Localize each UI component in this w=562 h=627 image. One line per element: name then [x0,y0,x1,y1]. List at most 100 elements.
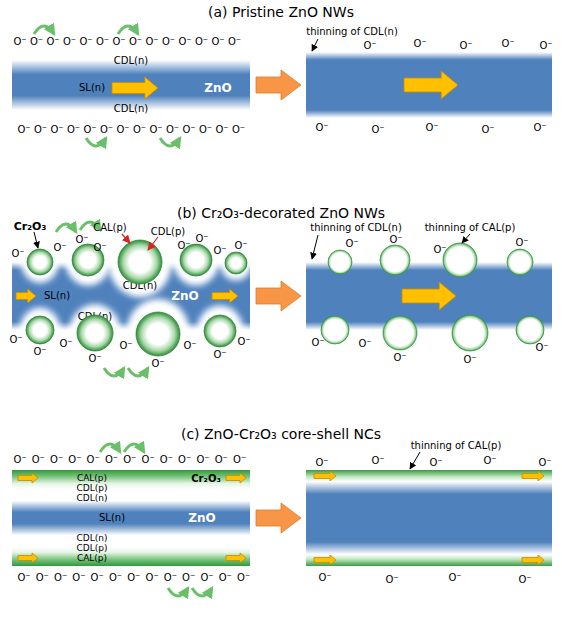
oxygen-ion: O⁻ [46,37,59,47]
oxygen-ion: O⁻ [195,37,208,47]
oxygen-ion: O⁻ [83,125,96,135]
cr2o3-particle [204,315,236,347]
oxygen-ion: O⁻ [123,455,136,465]
region-label: ZnO [188,512,215,524]
nanowire-bar: thinning of CDL(n)thinning of CAL(p) [306,262,552,330]
oxygen-ion: O⁻ [448,573,461,583]
oxygen-ion: O⁻ [237,337,250,347]
conduction-arrow [404,71,458,99]
process-arrow [256,281,301,311]
oxygen-ion: O⁻ [463,355,476,365]
leader-line [34,232,38,248]
oxygen-ion: O⁻ [177,241,190,251]
oxygen-ion: O⁻ [36,573,49,583]
region-label: thinning of CDL(n) [310,223,402,233]
region-label: SL(n) [44,291,70,301]
oxygen-ion: O⁻ [199,125,212,135]
oxygen-ion: O⁻ [183,341,196,351]
region-label: SL(n) [79,83,105,93]
oxygen-ion: O⁻ [91,573,104,583]
adsorption-arrow [118,26,138,34]
oxygen-ion: O⁻ [211,37,224,47]
process-arrow [256,503,301,533]
cr2o3-particle [77,315,113,351]
nanowire-bar: CDL(n)SL(n)ZnOCDL(n) [12,262,250,330]
conduction-arrow [112,77,158,99]
region-label: ZnO [171,290,198,302]
oxygen-ion: O⁻ [538,458,551,468]
oxygen-ion: O⁻ [145,37,158,47]
oxygen-ion: O⁻ [149,125,162,135]
conduction-arrow [18,473,38,483]
oxygen-ion: O⁻ [33,347,46,357]
panel-title: (a) Pristine ZnO NWs [208,5,354,19]
depletion-region [173,262,219,286]
oxygen-ion: O⁻ [112,37,125,47]
region-label: ZnO [204,82,231,94]
oxygen-ion: O⁻ [100,125,113,135]
oxygen-ion: O⁻ [13,455,26,465]
oxygen-ion: O⁻ [146,573,159,583]
region-label: CAL(p) [77,554,107,563]
leader-line [312,235,318,259]
oxygen-ion: O⁻ [358,339,371,349]
adsorption-arrow [168,588,188,596]
oxygen-ion: O⁻ [17,573,30,583]
oxygen-ion: O⁻ [393,353,406,363]
oxygen-ion: O⁻ [142,455,155,465]
region-label: thinning of CAL(p) [425,223,516,233]
oxygen-ion: O⁻ [385,575,398,585]
adsorption-arrow [86,138,106,146]
oxygen-ion: O⁻ [109,573,122,583]
oxygen-ion: O⁻ [315,123,328,133]
oxygen-ion: O⁻ [96,37,109,47]
oxygen-ion: O⁻ [68,455,81,465]
leader-arrow [148,237,158,250]
oxygen-ion: O⁻ [79,37,92,47]
cr2o3-particle [380,245,410,275]
oxygen-ion: O⁻ [219,573,232,583]
leader-line [410,452,420,469]
nanowire-bar: thinning of CAL(p) [306,470,552,566]
depletion-region [108,262,172,297]
oxygen-ion: O⁻ [233,455,246,465]
bar-decoration [306,470,552,566]
depletion-region [197,305,243,330]
oxygen-ion: O⁻ [515,238,528,248]
oxygen-ion: O⁻ [160,455,173,465]
nanowire-bar: CDL(n)SL(n)ZnOCDL(n) [12,52,250,118]
oxygen-ion: O⁻ [433,245,446,255]
region-label: CDL(n) [123,281,157,291]
adsorption-arrow [192,588,212,596]
cr2o3-particle [443,243,477,277]
panel-title: (c) ZnO-Cr₂O₃ core-shell NCs [181,427,381,441]
cr2o3-particle [27,249,53,275]
oxygen-ion: O⁻ [53,243,66,253]
conduction-arrow [226,473,246,483]
cr2o3-particle [507,249,533,275]
cr2o3-particle [136,312,180,356]
oxygen-ion: O⁻ [215,125,228,135]
nanowire-bar: CAL(p)CDL(p)CDL(n)Cr₂O₃SL(n)ZnOCDL(n)CDL… [12,470,250,566]
oxygen-ion: O⁻ [162,37,175,47]
nanowire-bar: thinning of CDL(n) [306,52,552,118]
leader-arrow [122,234,130,243]
oxygen-ion: O⁻ [196,455,209,465]
oxygen-ion: O⁻ [87,455,100,465]
conduction-arrow [522,555,544,565]
oxygen-ion: O⁻ [63,37,76,47]
cr2o3-particle [328,250,352,274]
region-label: CDL(p) [77,484,108,493]
oxygen-ion: O⁻ [50,455,63,465]
conduction-arrow [522,471,544,481]
oxygen-ion: O⁻ [178,37,191,47]
oxygen-ion: O⁻ [213,246,226,256]
oxygen-ion: O⁻ [389,235,402,245]
oxygen-ion: O⁻ [13,37,26,47]
cr2o3-particle [516,316,544,344]
oxygen-ion: O⁻ [311,338,324,348]
oxygen-ion: O⁻ [54,573,67,583]
oxygen-ion: O⁻ [151,359,164,369]
depletion-region [20,308,61,330]
oxygen-ion: O⁻ [533,123,546,133]
